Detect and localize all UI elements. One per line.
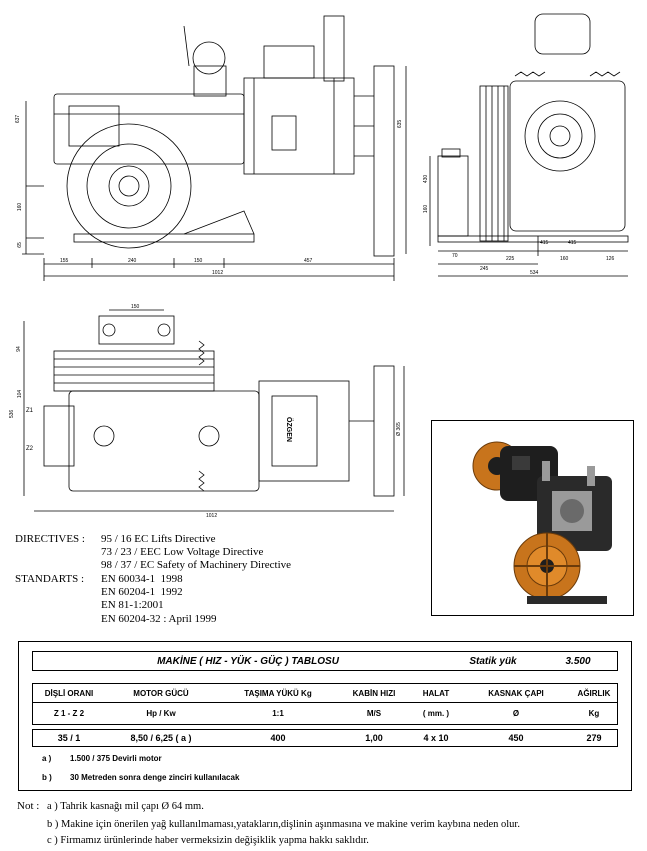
dim-top-top: 150 xyxy=(131,304,140,310)
dim-top-left-1: 94 xyxy=(15,346,22,352)
dim-front-row1-1: 70 xyxy=(452,253,458,259)
unit-gear-ratio: Z 1 - Z 2 xyxy=(53,709,85,718)
table-header-row: DİŞLİ ORANI MOTOR GÜCÜ TAŞIMA YÜKÜ Kg KA… xyxy=(32,683,618,725)
cell-load: 400 xyxy=(270,733,286,743)
directives-label: DIRECTIVES : xyxy=(15,533,85,545)
unit-car-speed: M/S xyxy=(366,709,382,718)
table-footnote-a-text: 1.500 / 375 Devirli motor xyxy=(70,754,162,763)
directive-3: 98 / 37 / EC Safety of Machinery Directi… xyxy=(101,559,292,571)
notes-label: Not : xyxy=(17,800,40,812)
standard-3: EN 81-1:2001 xyxy=(101,599,164,611)
cell-car-speed: 1,00 xyxy=(365,733,383,743)
table-title: MAKİNE ( HIZ - YÜK - GÜÇ ) TABLOSU xyxy=(157,656,339,667)
shaft-label-z1: Z1 xyxy=(26,408,34,414)
dim-side-bottom-4: 457 xyxy=(304,258,313,264)
cell-gear-ratio: 35 / 1 xyxy=(57,733,81,743)
dim-top-left-3: 104 xyxy=(17,389,24,399)
top-view-drawing: 150 94 536 104 Ø 365 1012 Z1 Z2 ÖZGEN xyxy=(9,296,414,522)
dim-front-row1-2: 225 xyxy=(506,256,515,262)
note-c: c ) Firmamız ürünlerinde haber vermeksiz… xyxy=(47,835,369,846)
dim-top-left-2: 536 xyxy=(9,409,16,419)
dim-side-left-1: 637 xyxy=(15,114,22,124)
dim-side-bottom-3: 150 xyxy=(194,258,203,264)
col-header-load: TAŞIMA YÜKÜ Kg xyxy=(244,689,312,698)
cell-motor-power: 8,50 / 6,25 ( a ) xyxy=(130,733,192,743)
table-footnote-b-key: b ) xyxy=(42,773,52,782)
standard-4: EN 60204-32 : April 1999 xyxy=(101,613,217,625)
standards-label: STANDARTS : xyxy=(15,573,85,585)
static-load-label: Statik yük xyxy=(469,656,517,667)
machine-spec-table: MAKİNE ( HIZ - YÜK - GÜÇ ) TABLOSU Stati… xyxy=(18,641,632,791)
unit-load: 1:1 xyxy=(272,709,284,718)
side-view-drawing: 637 160 65 635 155 240 150 457 1012 xyxy=(14,6,414,281)
col-header-car-speed: KABİN HIZI xyxy=(352,689,396,698)
dim-top-right: Ø 365 xyxy=(395,422,402,436)
unit-sheave-diameter: Ø xyxy=(512,709,520,718)
static-load-value: 3.500 xyxy=(565,656,591,667)
col-header-gear-ratio: DİŞLİ ORANI xyxy=(44,689,94,698)
col-header-weight: AĞIRLIK xyxy=(577,689,611,698)
standard-2: EN 60204-1 1992 xyxy=(101,586,183,598)
table-title-row: MAKİNE ( HIZ - YÜK - GÜÇ ) TABLOSU Stati… xyxy=(32,651,618,671)
dim-top-total: 1012 xyxy=(206,513,218,519)
table-footnote-a-key: a ) xyxy=(42,754,52,763)
unit-rope: ( mm. ) xyxy=(422,709,450,718)
dim-side-total: 1012 xyxy=(212,270,224,276)
col-header-sheave-diameter: KASNAK ÇAPI xyxy=(488,689,544,698)
dim-front-left-1: 430 xyxy=(423,174,430,184)
dim-front-row1-4: 126 xyxy=(606,256,615,262)
dim-front-row1-3: 160 xyxy=(560,256,569,262)
dim-side-bottom-2: 240 xyxy=(128,258,137,264)
dim-front-left-2: 160 xyxy=(423,204,430,214)
dim-front-row2-2: 534 xyxy=(530,270,539,276)
directive-1: 95 / 16 EC Lifts Directive xyxy=(101,533,216,545)
cell-sheave-diameter: 450 xyxy=(508,733,524,743)
shaft-label-z2: Z2 xyxy=(26,446,34,452)
col-header-motor-power: MOTOR GÜCÜ xyxy=(133,689,189,698)
unit-weight: Kg xyxy=(588,709,600,718)
standard-1: EN 60034-1 1998 xyxy=(101,573,183,585)
dim-front-row2-1: 245 xyxy=(480,266,489,272)
dim-side-left-3: 65 xyxy=(16,242,23,248)
cell-rope: 4 x 10 xyxy=(423,733,449,743)
dim-side-left-2: 160 xyxy=(17,202,24,212)
dim-front-lower-1: 415 xyxy=(540,240,549,246)
dim-front-lower-2: 415 xyxy=(568,240,577,246)
directive-2: 73 / 23 / EEC Low Voltage Directive xyxy=(101,546,264,558)
dim-side-right: 635 xyxy=(397,119,404,129)
dim-side-bottom-1: 155 xyxy=(60,258,69,264)
note-a: a ) Tahrik kasnağı mil çapı Ø 64 mm. xyxy=(47,801,204,812)
machine-3d-render xyxy=(431,420,634,616)
cell-weight: 279 xyxy=(586,733,602,743)
col-header-rope: HALAT xyxy=(422,689,450,698)
table-row: 35 / 1 8,50 / 6,25 ( a ) 400 1,00 4 x 10… xyxy=(32,729,618,747)
unit-motor-power: Hp / Kw xyxy=(146,709,176,718)
note-b: b ) Makine için önerilen yağ kullanılmam… xyxy=(47,819,520,830)
front-view-drawing: 430 160 415 415 70 225 160 126 245 534 xyxy=(420,6,640,281)
table-footnote-b-text: 30 Metreden sonra denge zinciri kullanıl… xyxy=(70,773,240,782)
motor-label: ÖZGEN xyxy=(284,417,292,442)
